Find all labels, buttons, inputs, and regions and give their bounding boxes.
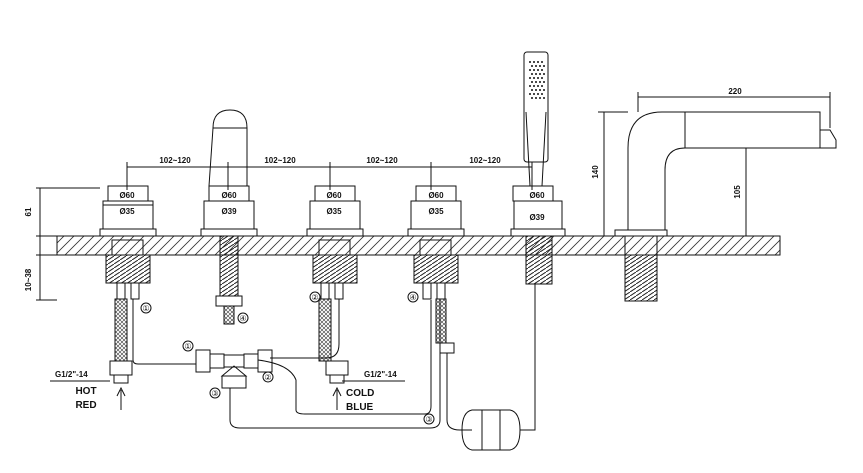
marker-circles: [140, 291, 435, 425]
spout-valve-outer: Ø60: [221, 191, 237, 200]
spout-height-label: 140: [591, 165, 600, 179]
handshower: [510, 51, 566, 285]
marker-2-b: ②: [311, 293, 318, 302]
spacing-label-1: 102~120: [159, 156, 191, 165]
spray-dot: [533, 77, 535, 79]
handshower-spray-dots: [529, 61, 545, 99]
marker-1-b: ①: [184, 342, 191, 351]
spout-outlet-height-label: 105: [733, 185, 742, 199]
marker-4-b: ④: [239, 314, 246, 323]
cold-label: COLD: [346, 388, 374, 399]
spray-dot: [535, 73, 537, 75]
spray-dot: [529, 69, 531, 71]
spray-dot: [541, 61, 543, 63]
spray-dot: [537, 85, 539, 87]
marker-3-b: ③: [425, 415, 432, 424]
spray-dot: [539, 73, 541, 75]
valve-hot-inner: Ø35: [119, 207, 135, 216]
valve-cold-inner: Ø35: [326, 207, 342, 216]
spray-dot: [539, 65, 541, 67]
spray-dot: [533, 69, 535, 71]
handshower-outer: Ø60: [529, 191, 545, 200]
hot-to-mixer-hose: [132, 299, 196, 365]
spout-height-dimension: [598, 111, 760, 236]
spacing-dimension: [126, 162, 533, 190]
cold-inlet-arrow: [332, 386, 342, 410]
marker-1-a: ①: [142, 304, 149, 313]
spray-dot: [543, 97, 545, 99]
handshower-hose: [435, 284, 536, 451]
spray-dot: [539, 89, 541, 91]
spray-dot: [541, 93, 543, 95]
cold-to-mixer-hose: [270, 299, 340, 359]
diverter-valve: [407, 185, 465, 300]
valve-hot-outer: Ø60: [119, 191, 135, 200]
spacing-label-3: 102~120: [366, 156, 398, 165]
spray-dot: [541, 77, 543, 79]
spray-dot: [537, 61, 539, 63]
hot-inlet-hose: [109, 298, 133, 384]
hot-inlet-arrow: [116, 386, 126, 410]
spray-dot: [537, 77, 539, 79]
bath-spout: [614, 111, 837, 302]
spray-dot: [539, 81, 541, 83]
spacing-label-4: 102~120: [469, 156, 501, 165]
spray-dot: [541, 85, 543, 87]
spray-dot: [531, 89, 533, 91]
spray-dot: [529, 85, 531, 87]
blue-label: BLUE: [346, 402, 374, 413]
spray-dot: [529, 77, 531, 79]
spout-valve: [200, 109, 258, 325]
cold-thread-label: G1/2"-14: [364, 370, 397, 379]
diverter-valve-outer: Ø60: [428, 191, 444, 200]
marker-2-a: ②: [264, 373, 271, 382]
handshower-inner: Ø39: [529, 213, 545, 222]
hot-thread-label: G1/2"-14: [55, 370, 88, 379]
spray-dot: [541, 69, 543, 71]
spray-dot: [533, 61, 535, 63]
spray-dot: [535, 89, 537, 91]
spray-dot: [537, 93, 539, 95]
spout-reach-dimension: [637, 92, 831, 128]
spray-dot: [531, 97, 533, 99]
spray-dot: [543, 89, 545, 91]
mixer-block: [195, 300, 441, 429]
spray-dot: [543, 73, 545, 75]
spray-dot: [543, 65, 545, 67]
height-label: 61: [24, 207, 33, 216]
cold-inlet-hose: [318, 298, 349, 384]
spray-dot: [529, 61, 531, 63]
spray-dot: [533, 93, 535, 95]
spray-dot: [535, 81, 537, 83]
marker-3-a: ③: [211, 389, 218, 398]
spray-dot: [531, 73, 533, 75]
red-label: RED: [75, 400, 96, 411]
spray-dot: [529, 93, 531, 95]
valve-cold-outer: Ø60: [326, 191, 342, 200]
left-height-dimension: [36, 187, 100, 301]
spray-dot: [535, 65, 537, 67]
deck: [56, 235, 781, 256]
deck-thickness-label: 10~38: [24, 268, 33, 291]
spray-dot: [531, 65, 533, 67]
spray-dot: [539, 97, 541, 99]
spray-dot: [533, 85, 535, 87]
marker-4-a: ④: [409, 293, 416, 302]
hot-label: HOT: [75, 386, 96, 397]
diverter-valve-inner: Ø35: [428, 207, 444, 216]
spacing-label-2: 102~120: [264, 156, 296, 165]
spray-dot: [537, 69, 539, 71]
spray-dot: [543, 81, 545, 83]
spout-valve-inner: Ø39: [221, 207, 237, 216]
spray-dot: [531, 81, 533, 83]
spray-dot: [535, 97, 537, 99]
spout-reach-label: 220: [728, 87, 742, 96]
